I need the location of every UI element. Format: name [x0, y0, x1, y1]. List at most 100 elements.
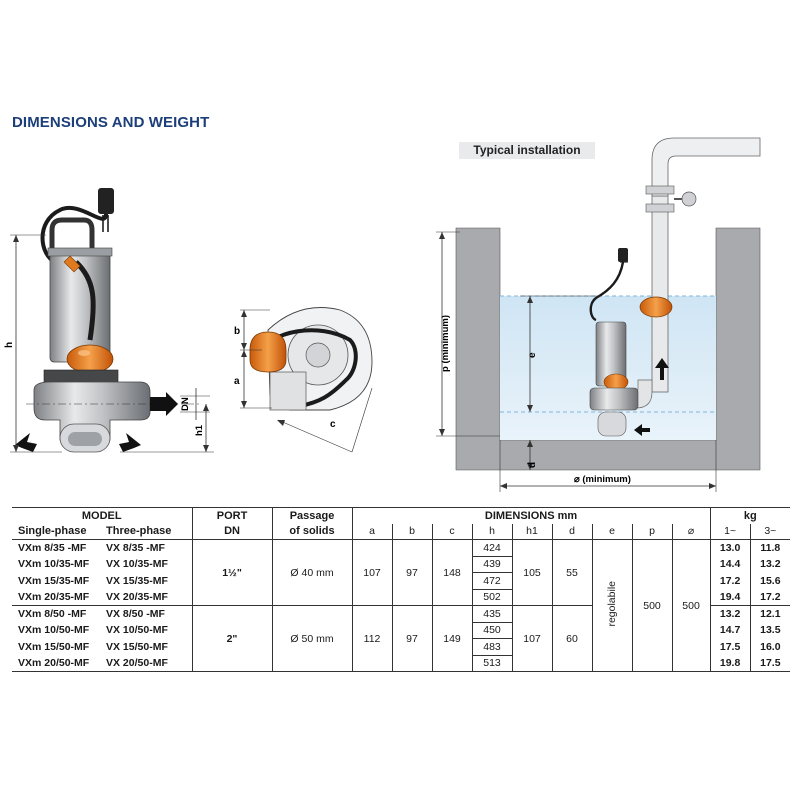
header-col-p: p — [631, 523, 673, 540]
model-three: VX 8/50 -MF — [106, 608, 165, 620]
dim-c: 149 — [431, 605, 473, 672]
table-row: VXm 8/50 -MF VX 8/50 -MF 2" Ø 50 mm 112 … — [12, 605, 791, 672]
label-b: b — [234, 326, 240, 337]
model-single: VXm 8/35 -MF — [18, 542, 87, 554]
weight-1ph: 19.8 — [709, 655, 751, 672]
table-row: VXm 15/50-MF VX 15/50-MF 483 17.5 16.0 — [12, 638, 791, 655]
pump-front-view — [10, 188, 214, 453]
weight-1ph: 13.0 — [709, 539, 751, 556]
weight-3ph: 11.8 — [749, 539, 791, 556]
model-single: VXm 10/50-MF — [18, 624, 90, 637]
header-three-phase: Three-phase — [100, 523, 193, 540]
port-dn: 1½" — [191, 539, 273, 606]
table-row: VXm 10/50-MF VX 10/50-MF 450 14.7 13.5 — [12, 621, 791, 639]
passage: Ø 50 mm — [271, 605, 353, 672]
installation-caption: Typical installation — [459, 142, 595, 159]
dim-b: 97 — [391, 539, 433, 606]
weight-1ph: 17.2 — [709, 572, 751, 589]
model-three: VX 15/35-MF — [106, 574, 168, 587]
table-row: VXm 8/35 -MF VX 8/35 -MF 1½" Ø 40 mm 107… — [12, 539, 791, 672]
technical-drawings: h DN h1 b a c — [4, 137, 761, 492]
label-width-minimum: ⌀ (minimum) — [574, 474, 631, 485]
weight-3ph: 12.1 — [749, 605, 791, 622]
model-single: VXm 15/50-MF — [18, 640, 90, 653]
weight-1ph: 13.2 — [709, 605, 751, 622]
model-single: VXm 8/50 -MF — [18, 608, 87, 620]
dim-h: 424 — [471, 539, 513, 556]
dim-c: 148 — [431, 539, 473, 606]
header-col-a: a — [351, 523, 393, 540]
model-three: VX 10/35-MF — [106, 558, 168, 571]
port-dn: 2" — [191, 605, 273, 672]
weight-1ph: 14.7 — [709, 622, 751, 639]
dim-h: 513 — [471, 654, 513, 672]
dim-h: 435 — [471, 605, 513, 622]
weight-3ph: 15.6 — [749, 572, 791, 589]
header-dimensions: DIMENSIONS mm — [351, 507, 711, 524]
table-row: VXm 15/35-MF VX 15/35-MF 472 17.2 15.6 — [12, 572, 791, 589]
header-col-dia: ⌀ — [671, 523, 711, 540]
header-col-h1: h1 — [511, 523, 553, 540]
dim-h: 439 — [471, 555, 513, 573]
label-d: d — [527, 462, 538, 468]
dim-d: 55 — [551, 539, 593, 606]
table-row: VXm 20/50-MF VX 20/50-MF 513 19.8 17.5 — [12, 654, 791, 672]
dim-d: 60 — [551, 605, 593, 672]
weight-1ph: 17.5 — [709, 638, 751, 655]
table-header-row-1: MODEL PORT Passage DIMENSIONS mm kg — [12, 507, 791, 524]
weight-3ph: 16.0 — [749, 638, 791, 655]
label-p-minimum: p (minimum) — [440, 315, 451, 372]
model-three: VX 10/50-MF — [106, 624, 168, 637]
label-dn: DN — [180, 397, 191, 411]
header-dn: DN — [191, 523, 273, 540]
page-title: DIMENSIONS AND WEIGHT — [12, 114, 210, 131]
label-a: a — [234, 376, 240, 387]
model-three: VX 20/50-MF — [100, 655, 193, 672]
header-kg: kg — [709, 507, 791, 524]
dim-h: 472 — [471, 572, 513, 589]
label-h1: h1 — [194, 424, 205, 436]
header-col-c: c — [431, 523, 473, 540]
label-e: e — [527, 352, 538, 358]
header-col-b: b — [391, 523, 433, 540]
label-c: c — [330, 419, 336, 430]
table-row: VXm 10/35-MF VX 10/35-MF 439 14.4 13.2 — [12, 555, 791, 573]
pump-top-view — [240, 307, 373, 453]
dim-b: 97 — [391, 605, 433, 672]
weight-3ph: 17.2 — [749, 589, 791, 606]
installation-drawing — [436, 137, 761, 492]
passage: Ø 40 mm — [271, 539, 353, 606]
model-single: VXm 10/35-MF — [18, 558, 90, 571]
header-col-h: h — [471, 523, 513, 540]
model-three: VX 8/35 -MF — [106, 542, 165, 554]
label-h: h — [4, 342, 15, 348]
dim-h: 502 — [471, 588, 513, 606]
model-single: VXm 20/35-MF — [12, 589, 100, 606]
weight-3ph: 17.5 — [749, 655, 791, 672]
model-single: VXm 15/35-MF — [18, 574, 90, 587]
dim-a: 112 — [351, 605, 393, 672]
dim-h: 450 — [471, 621, 513, 639]
weight-1ph: 19.4 — [709, 589, 751, 606]
dim-h1: 107 — [511, 605, 553, 672]
dim-h1: 105 — [511, 539, 553, 606]
weight-3ph: 13.2 — [749, 556, 791, 573]
header-col-e: e — [591, 523, 633, 540]
dim-h: 483 — [471, 638, 513, 655]
header-passage: Passage — [271, 507, 353, 524]
header-model: MODEL — [12, 507, 193, 524]
model-single: VXm 20/50-MF — [12, 655, 100, 672]
header-col-d: d — [551, 523, 593, 540]
weight-3ph: 13.5 — [749, 622, 791, 639]
weight-1ph: 14.4 — [709, 556, 751, 573]
header-passage-2: of solids — [271, 523, 353, 540]
model-three: VX 15/50-MF — [106, 640, 168, 653]
dim-e: regolabile — [591, 539, 633, 672]
model-three: VX 20/35-MF — [100, 589, 193, 606]
dim-p: 500 — [631, 539, 673, 672]
dim-dia: 500 — [671, 539, 711, 672]
header-port: PORT — [191, 507, 273, 524]
dim-a: 107 — [351, 539, 393, 606]
header-kg-3: 3~ — [749, 523, 791, 540]
header-kg-1: 1~ — [709, 523, 751, 540]
